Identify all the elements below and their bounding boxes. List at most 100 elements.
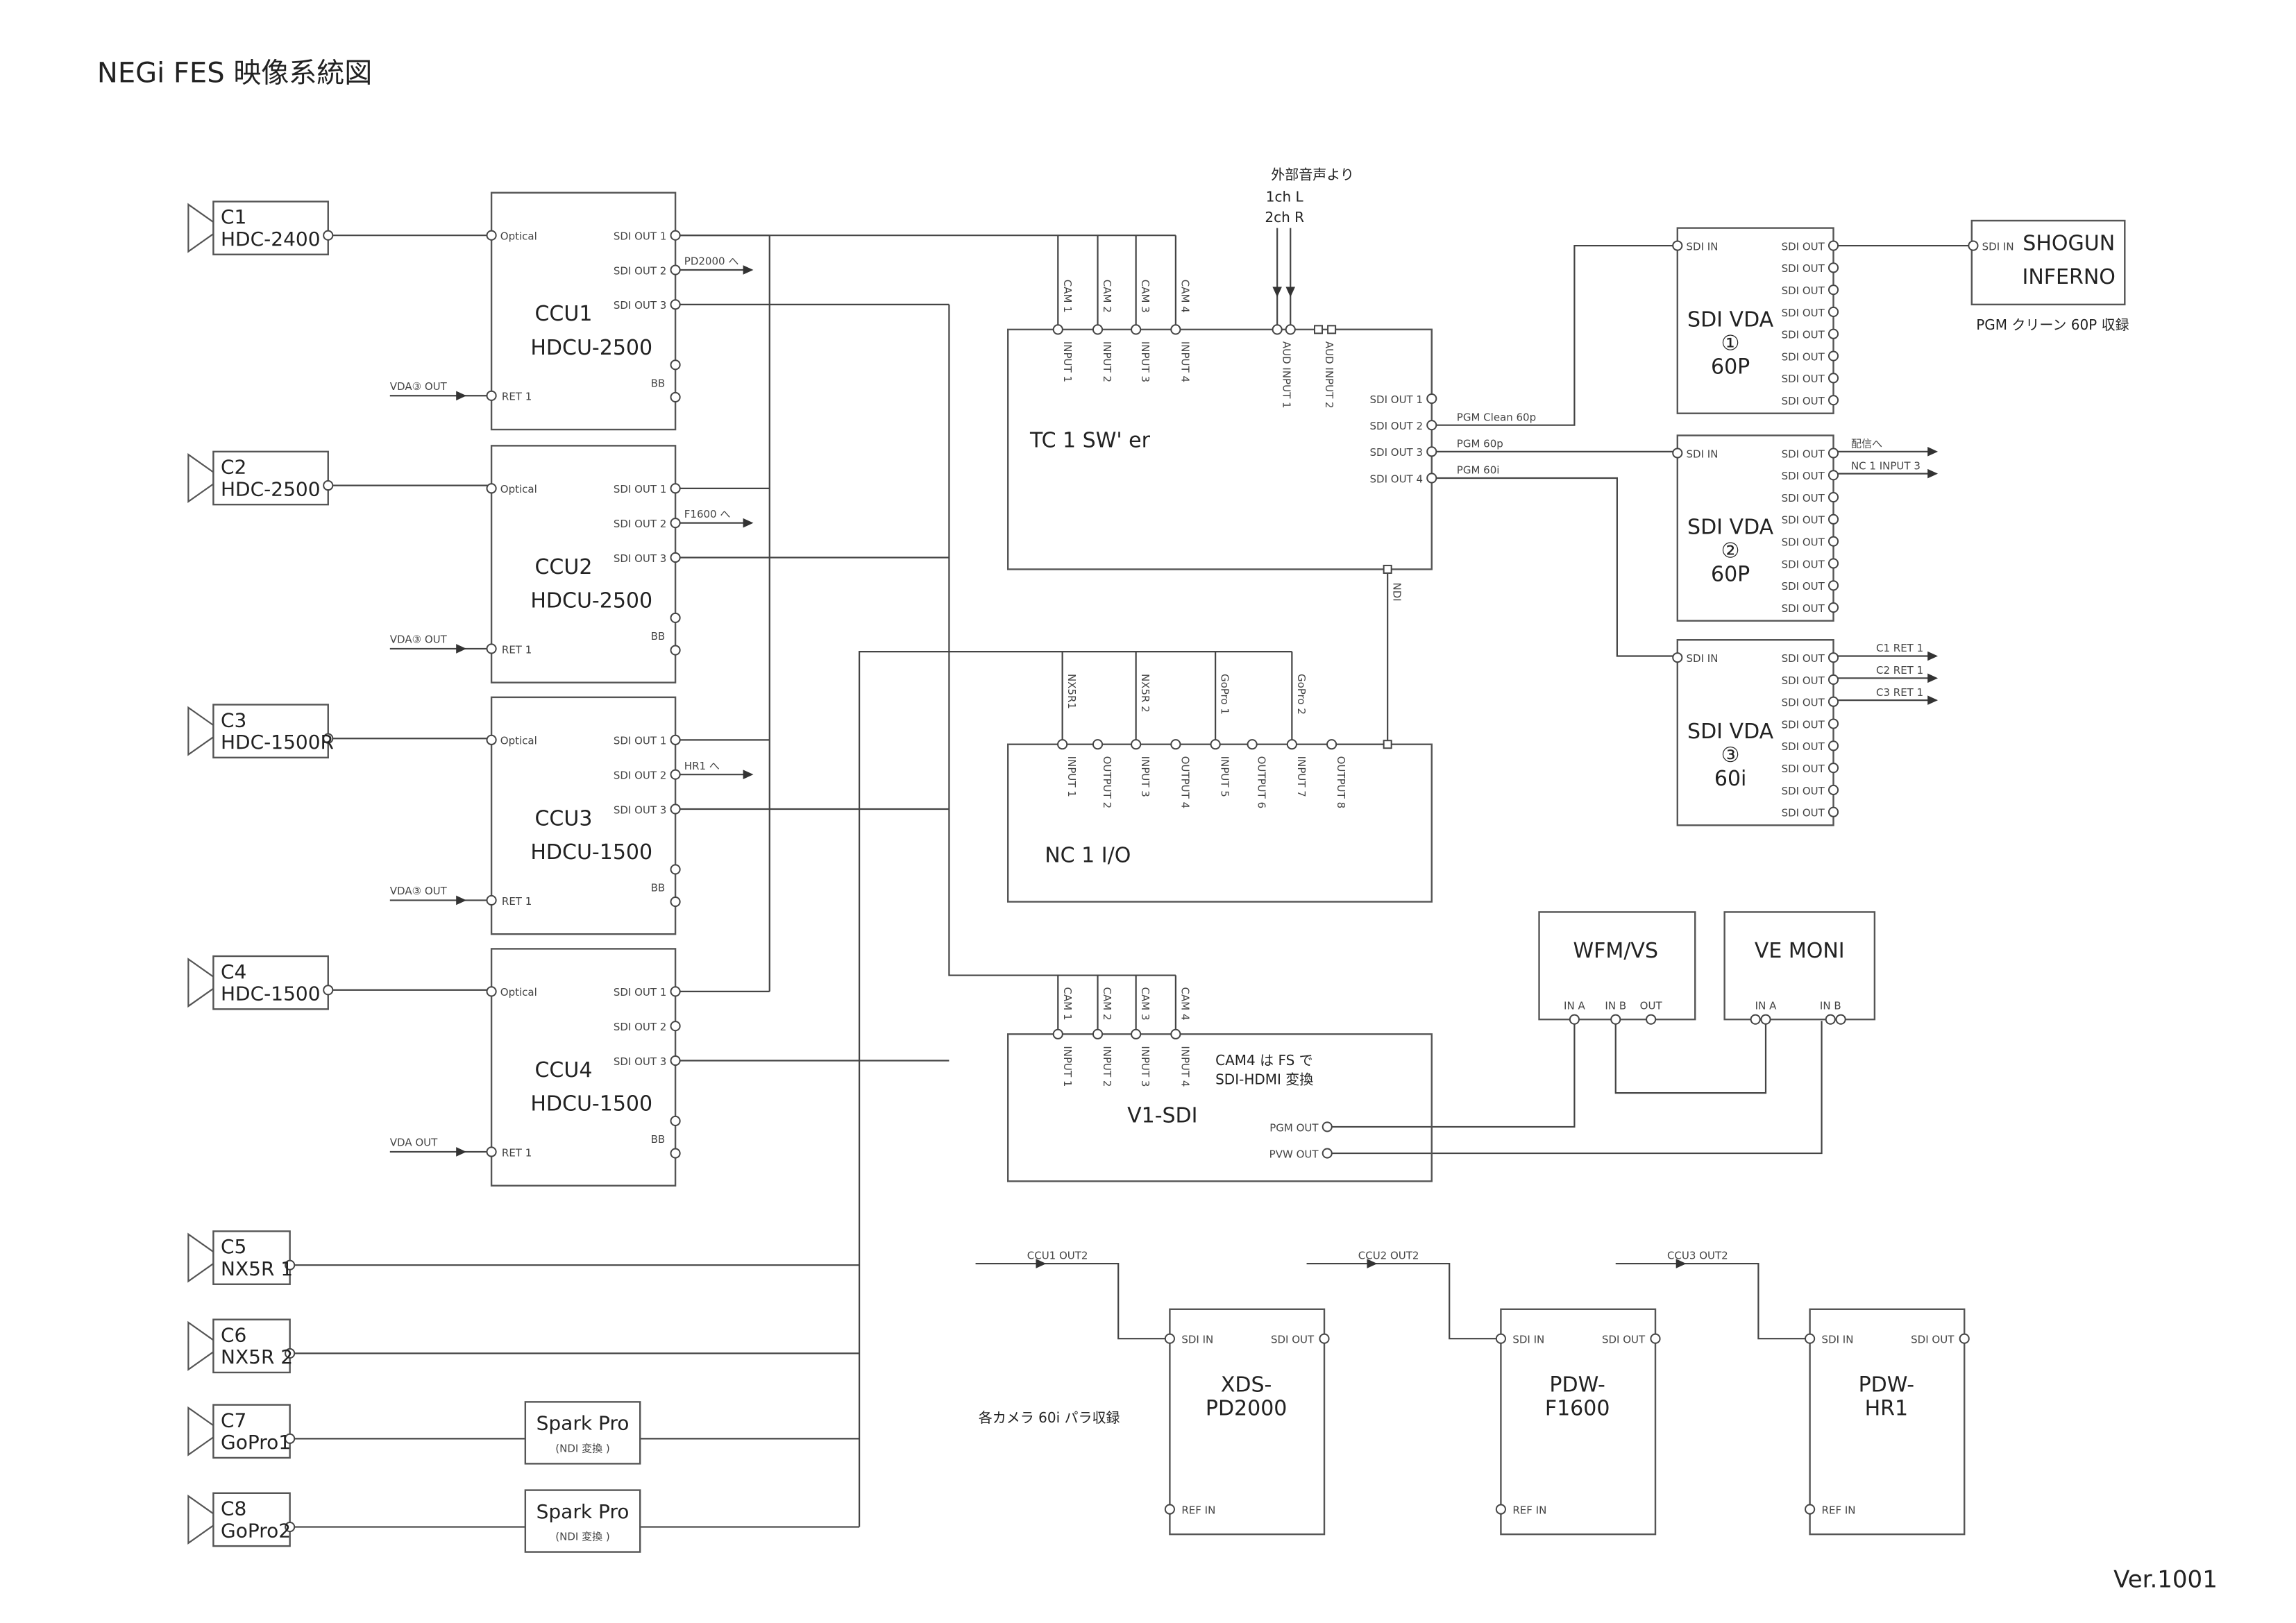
ccu-sdi-out-port bbox=[670, 769, 681, 780]
ccu-bb-label: BB bbox=[651, 377, 666, 390]
ccu-sdi-out-label: SDI OUT 3 bbox=[614, 804, 667, 816]
recorder-ref-label: REF IN bbox=[1822, 1504, 1856, 1516]
arrow-right-icon bbox=[1927, 651, 1939, 661]
camera-output-port bbox=[323, 230, 334, 241]
vda3-output-label: C3 RET 1 bbox=[1876, 686, 1923, 699]
switcher-input-port bbox=[1131, 324, 1142, 335]
nc1-port-label: INPUT 3 bbox=[1139, 756, 1151, 797]
vda-sdi-in-port bbox=[1672, 652, 1683, 663]
ccu-sdi-out-label: SDI OUT 2 bbox=[614, 264, 667, 277]
vda-sdi-out-port bbox=[1827, 373, 1839, 384]
ccu-out2-dest: PD2000 へ bbox=[684, 255, 739, 268]
ccu-optical-label: Optical bbox=[500, 483, 537, 495]
spark-box bbox=[524, 1401, 641, 1465]
ccu-optical-port bbox=[486, 483, 497, 494]
recorder-out-label: SDI OUT bbox=[1911, 1334, 1955, 1346]
switcher-cam-label: CAM 2 bbox=[1101, 280, 1113, 313]
camera-id: C5 bbox=[221, 1235, 246, 1258]
ve-moni-name: VE MONI bbox=[1755, 939, 1845, 963]
vda-sdi-out-port bbox=[1827, 763, 1839, 774]
recorder-sdi-in-port bbox=[1164, 1333, 1175, 1344]
vda-number: ① bbox=[1721, 332, 1740, 356]
shogun-box bbox=[1970, 219, 2126, 306]
switcher-out-label: SDI OUT 3 bbox=[1370, 446, 1424, 459]
recorder-source-label: CCU1 OUT2 bbox=[1027, 1250, 1088, 1262]
vda-sdi-out-port bbox=[1827, 558, 1839, 569]
ccu-optical-label: Optical bbox=[500, 986, 537, 999]
nc1-port bbox=[1057, 739, 1068, 750]
vda-out-label: SDI OUT bbox=[1782, 807, 1825, 819]
vda-out-label: SDI OUT bbox=[1782, 492, 1825, 504]
vda-out-label: SDI OUT bbox=[1782, 284, 1825, 297]
switcher-aud-label: AUD INPUT 2 bbox=[1323, 341, 1335, 409]
ve-moni-port bbox=[1760, 1014, 1771, 1025]
ccu-model: HDCU-1500 bbox=[530, 1092, 652, 1116]
camera-box-c3 bbox=[212, 704, 329, 758]
ccu-bb-label: BB bbox=[651, 630, 666, 643]
vda-out-label: SDI OUT bbox=[1782, 718, 1825, 731]
switcher-aud-label: AUD INPUT 1 bbox=[1281, 341, 1293, 409]
ccu-bb-port bbox=[670, 896, 681, 908]
arrow-right-icon bbox=[456, 391, 467, 401]
v1-pvw-port bbox=[1322, 1148, 1333, 1159]
switcher-out-label: SDI OUT 2 bbox=[1370, 420, 1424, 432]
vda-name: SDI VDA bbox=[1687, 720, 1774, 744]
recorder-name: XDS- bbox=[1221, 1373, 1272, 1397]
arrow-right-icon bbox=[1675, 1259, 1687, 1268]
camera-box-c4 bbox=[212, 955, 329, 1010]
nc1-source-label: GoPro 1 bbox=[1219, 674, 1231, 715]
v1-input-label: INPUT 1 bbox=[1061, 1046, 1074, 1087]
ccu-bb-port bbox=[670, 1148, 681, 1159]
nc1-port bbox=[1092, 739, 1104, 750]
nc1-port bbox=[1131, 739, 1142, 750]
vda-sdi-out-port bbox=[1827, 306, 1839, 318]
camera-id: C8 bbox=[221, 1497, 246, 1520]
vda-sdi-out-port bbox=[1827, 395, 1839, 406]
ccu-optical-port bbox=[486, 986, 497, 997]
ccu-sdi-out-port bbox=[670, 986, 681, 997]
wfm-ve-link-wire bbox=[1614, 1023, 1767, 1094]
camera-id: C7 bbox=[221, 1409, 246, 1431]
vda-sdi-out-port bbox=[1827, 652, 1839, 663]
ve-moni-port-label: IN A bbox=[1755, 999, 1777, 1012]
arrow-right-icon bbox=[743, 770, 754, 779]
camera-id: C1 bbox=[221, 205, 246, 228]
ccu-sdi-out-label: SDI OUT 2 bbox=[614, 518, 667, 530]
arrow-right-icon bbox=[1927, 447, 1939, 457]
recorder-ref-in-port bbox=[1495, 1504, 1506, 1515]
recorder-box-1 bbox=[1169, 1308, 1326, 1536]
camera-box-c6 bbox=[212, 1318, 291, 1374]
shogun-name: INFERNO bbox=[2023, 265, 2116, 289]
recorder-sdi-in-port bbox=[1495, 1333, 1506, 1344]
camera-output-port bbox=[285, 1521, 296, 1533]
nc1-source-label: GoPro 2 bbox=[1295, 674, 1308, 715]
ccu-sdi-out-label: SDI OUT 1 bbox=[614, 483, 667, 495]
ccu-sdi-out-label: SDI OUT 1 bbox=[614, 230, 667, 243]
ccu-bb-port bbox=[670, 391, 681, 402]
vda-in-label: SDI IN bbox=[1687, 652, 1719, 665]
vda-format: 60P bbox=[1711, 355, 1750, 379]
switcher-aud-port bbox=[1314, 325, 1324, 334]
vda2-output-label: NC 1 INPUT 3 bbox=[1851, 459, 1921, 472]
vda-out-label: SDI OUT bbox=[1782, 395, 1825, 407]
vda2-output-label: 配信へ bbox=[1851, 437, 1882, 450]
vda-box-3 bbox=[1676, 639, 1834, 826]
wfm-port bbox=[1646, 1014, 1657, 1025]
ccu-bb-port bbox=[670, 612, 681, 623]
vda-sdi-out-port bbox=[1827, 284, 1839, 296]
vda-out-label: SDI OUT bbox=[1782, 602, 1825, 615]
ccu-name: CCU1 bbox=[534, 302, 592, 326]
recorder-out-label: SDI OUT bbox=[1602, 1334, 1646, 1346]
vda-out-label: SDI OUT bbox=[1782, 470, 1825, 482]
ve-moni-port-label: IN B bbox=[1820, 999, 1841, 1012]
ccu-sdi-out-port bbox=[670, 518, 681, 529]
switcher-cam-label: CAM 1 bbox=[1061, 280, 1074, 313]
nc1-input-bus bbox=[858, 651, 1292, 1527]
vda-sdi-out-port bbox=[1827, 262, 1839, 273]
ccu-optical-label: Optical bbox=[500, 735, 537, 747]
vda-format: 60P bbox=[1711, 562, 1750, 586]
wfm-port-label: OUT bbox=[1640, 999, 1663, 1012]
camera-box-c8 bbox=[212, 1492, 291, 1547]
arrow-right-icon bbox=[1927, 468, 1939, 479]
v1-input-port bbox=[1131, 1028, 1142, 1039]
